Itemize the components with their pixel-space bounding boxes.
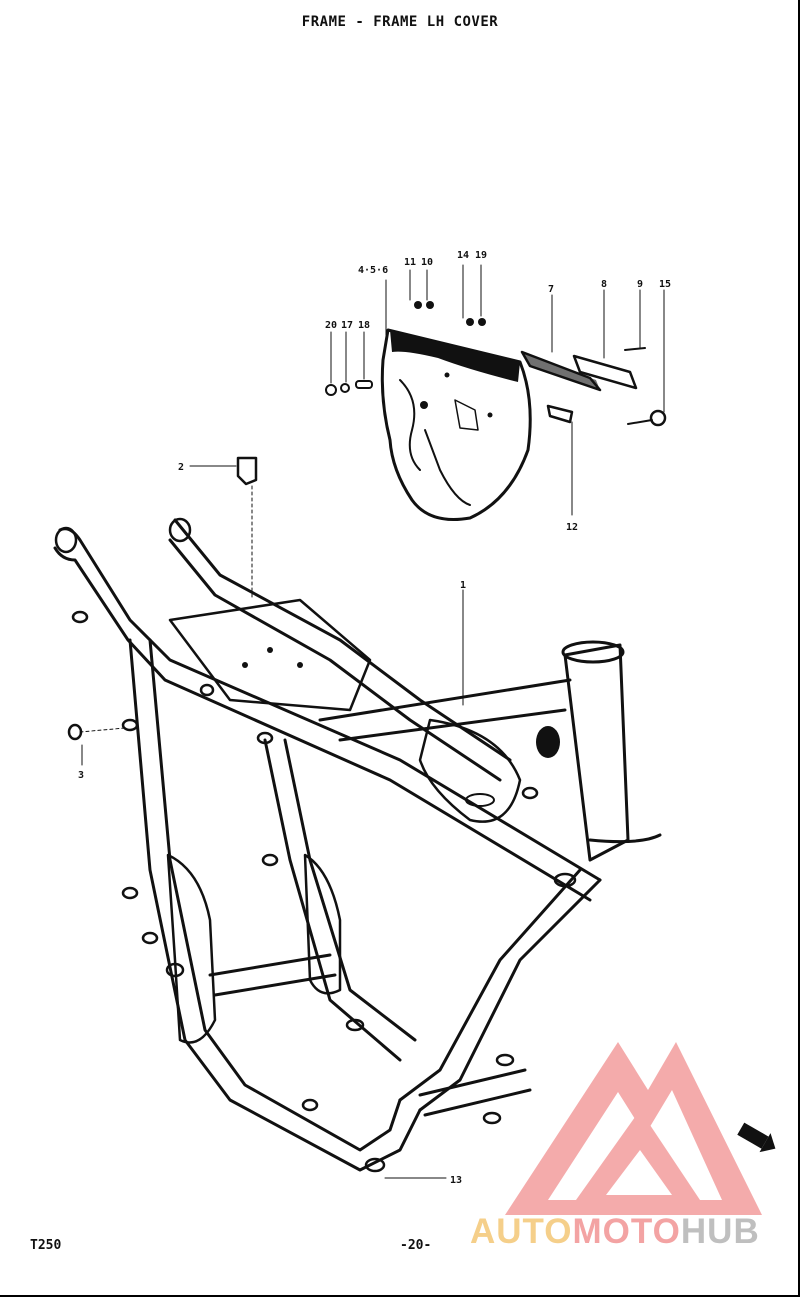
callout-15: 15 (659, 279, 671, 290)
callout-8: 8 (601, 279, 607, 290)
cover-brackets (520, 289, 667, 516)
callout-7: 7 (548, 284, 554, 295)
callout-20: 20 (325, 320, 337, 331)
callout-17: 17 (341, 320, 353, 331)
triangle-logo-icon (505, 1042, 762, 1215)
callout-10: 10 (421, 257, 433, 268)
part-2-clamp (189, 456, 258, 601)
callout-9: 9 (637, 279, 643, 290)
page-title: FRAME - FRAME LH COVER (301, 14, 499, 30)
callout-1: 1 (460, 580, 466, 591)
grommet-parts (325, 331, 373, 396)
callout-2: 2 (178, 462, 184, 473)
cover-screws (385, 264, 486, 336)
watermark-auto: AUTO (470, 1212, 573, 1251)
model-label: T250 (30, 1238, 62, 1253)
callout-4-5-6: 4·5·6 (358, 265, 388, 276)
callout-3: 3 (78, 770, 84, 781)
watermark-hub: HUB (680, 1212, 760, 1251)
callout-14: 14 (457, 250, 469, 261)
main-frame (53, 517, 662, 1179)
callout-18: 18 (358, 320, 370, 331)
callout-13: 13 (450, 1175, 462, 1186)
callout-12: 12 (566, 522, 578, 533)
watermark-text: AUTOMOTOHUB (470, 1212, 760, 1252)
callout-19: 19 (475, 250, 487, 261)
page-number: -20- (400, 1238, 432, 1253)
frame-lh-cover (380, 328, 532, 522)
watermark-moto: MOTO (572, 1212, 681, 1251)
callout-11: 11 (404, 257, 416, 268)
callout-labels: 4·5·6 11 10 14 19 20 17 18 7 8 9 15 12 2… (78, 250, 671, 1186)
front-arrow-icon (737, 1122, 776, 1153)
